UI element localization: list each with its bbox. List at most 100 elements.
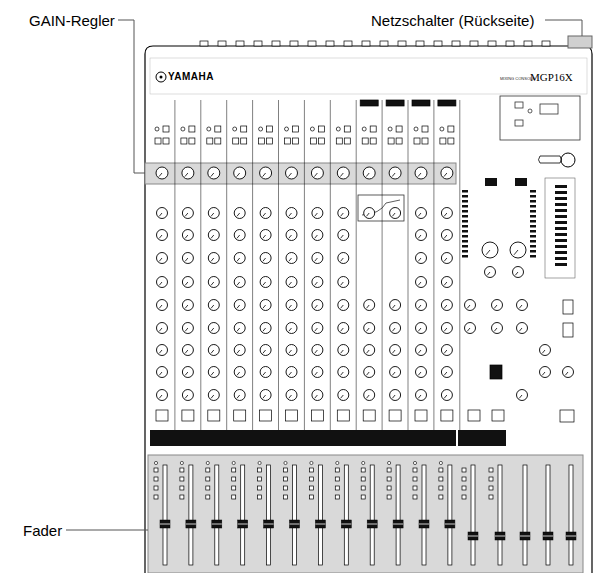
button — [396, 138, 402, 144]
meter-led — [555, 245, 567, 248]
knob-pointer — [237, 258, 240, 261]
knob — [157, 323, 168, 334]
meter-led — [555, 185, 567, 188]
knob — [234, 167, 246, 179]
knob-pointer — [366, 350, 369, 353]
knob — [286, 230, 297, 241]
button — [563, 300, 573, 314]
knob — [260, 167, 272, 179]
button — [241, 126, 247, 132]
meter-led — [462, 255, 468, 258]
knob-pointer — [185, 258, 188, 261]
knob — [208, 208, 219, 219]
led — [528, 109, 532, 113]
button — [462, 495, 466, 499]
button — [344, 41, 352, 46]
knob — [312, 208, 323, 219]
knob — [441, 390, 452, 401]
knob — [517, 390, 528, 401]
button — [293, 126, 299, 132]
knob-pointer — [185, 235, 188, 238]
knob-pointer — [392, 350, 395, 353]
knob-pointer — [263, 350, 266, 353]
usb-button — [515, 120, 523, 126]
knob-pointer — [159, 305, 162, 308]
fader-slot — [546, 465, 550, 565]
button — [154, 495, 158, 499]
button — [415, 410, 427, 421]
knob — [492, 300, 503, 311]
knob-pointer — [494, 328, 497, 331]
knob — [260, 300, 271, 311]
power-switch — [568, 36, 592, 48]
knob — [441, 323, 452, 334]
knob-pointer — [418, 213, 421, 216]
knob-pointer — [341, 350, 344, 353]
fader-mark — [341, 524, 351, 525]
knob — [157, 277, 168, 288]
button — [154, 486, 158, 490]
knob — [363, 167, 375, 179]
meter-led — [555, 233, 567, 236]
fader-mark — [315, 524, 325, 525]
button — [422, 126, 428, 132]
meter-led — [555, 227, 567, 230]
knob — [338, 367, 349, 378]
button — [413, 495, 417, 499]
knob-pointer — [185, 328, 188, 331]
meter-led — [530, 210, 536, 213]
button — [318, 126, 324, 132]
knob-pointer — [185, 282, 188, 285]
knob — [364, 390, 375, 401]
knob — [182, 367, 193, 378]
knob-pointer — [263, 372, 266, 375]
knob — [260, 367, 271, 378]
knob-pointer — [392, 395, 395, 398]
knob — [208, 345, 219, 356]
knob-pointer — [159, 213, 162, 216]
fader-cap — [238, 520, 248, 528]
knob — [286, 390, 297, 401]
knob-pointer — [263, 235, 266, 238]
fader-mark — [367, 524, 377, 525]
button — [309, 468, 313, 472]
knob-pointer — [263, 395, 266, 398]
fader-slot — [267, 465, 271, 565]
fader-cap — [445, 520, 455, 528]
knob — [441, 208, 452, 219]
knob-pointer — [444, 395, 447, 398]
button — [290, 41, 298, 46]
button — [361, 495, 365, 499]
button — [154, 477, 158, 481]
button — [335, 477, 339, 481]
fader-slot — [370, 465, 374, 565]
button — [234, 410, 246, 421]
button — [311, 410, 323, 421]
knob — [338, 208, 349, 219]
brand-logo: YAMAHA — [168, 72, 214, 82]
button — [439, 495, 443, 499]
knob — [441, 300, 452, 311]
meter-led — [530, 245, 536, 248]
knob — [208, 277, 219, 288]
knob — [182, 300, 193, 311]
button — [259, 138, 265, 144]
knob — [312, 390, 323, 401]
knob-pointer — [211, 258, 214, 261]
leader-line — [118, 20, 145, 173]
knob — [182, 345, 193, 356]
knob — [286, 208, 297, 219]
knob — [441, 253, 452, 264]
button — [254, 41, 262, 46]
knob — [157, 345, 168, 356]
meter-led — [462, 240, 468, 243]
fader-mark — [186, 524, 196, 525]
knob-pointer — [515, 272, 518, 275]
knob — [415, 167, 427, 179]
knob — [517, 300, 528, 311]
fader-slot — [471, 465, 475, 565]
meter-led — [555, 209, 567, 212]
knob — [390, 390, 401, 401]
knob-pointer — [315, 305, 318, 308]
phones-jack — [539, 156, 562, 163]
